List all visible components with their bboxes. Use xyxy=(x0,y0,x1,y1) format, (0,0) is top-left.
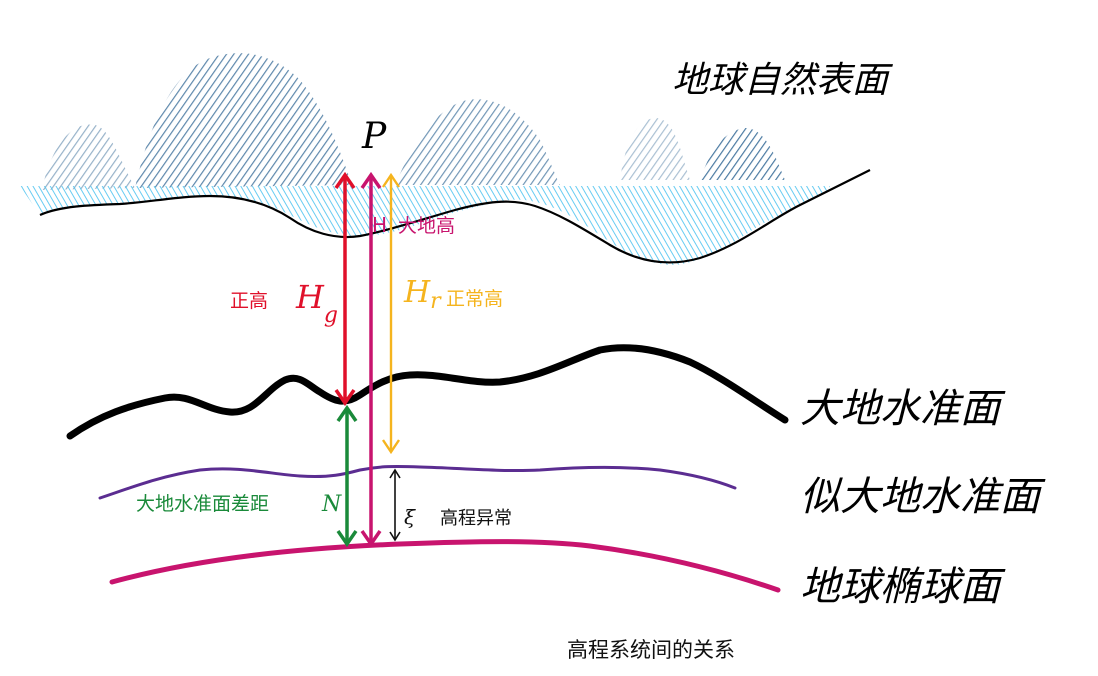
normal-height-symbol: Hr xyxy=(403,275,442,314)
height-anomaly-symbol: ξ xyxy=(404,505,416,529)
geoid-line xyxy=(66,344,789,440)
orthometric-height-label: 正高 xyxy=(230,290,268,312)
height-anomaly-label: 高程异常 xyxy=(440,508,512,529)
quasigeoid-label: 似大地水准面 xyxy=(800,474,1046,520)
geodetic-height-arrow xyxy=(360,171,382,548)
orthometric-height-arrow xyxy=(334,171,356,407)
ellipsoid-label: 地球椭球面 xyxy=(800,564,1006,610)
mountain-range xyxy=(42,53,785,190)
mountain xyxy=(135,53,352,188)
earth-surface-label: 地球自然表面 xyxy=(672,60,893,101)
ellipsoid-line xyxy=(109,539,781,593)
point-p-label: P xyxy=(361,116,387,157)
sea-surface-hatching xyxy=(20,186,830,265)
normal-height-label: 正常高 xyxy=(446,288,503,310)
quasigeoid-line xyxy=(98,464,737,500)
normal-height-arrow xyxy=(382,172,400,455)
geoid-label: 大地水准面 xyxy=(800,386,1006,432)
mountain xyxy=(620,118,690,180)
mountain xyxy=(42,124,135,190)
mountain xyxy=(395,99,560,185)
mountain xyxy=(700,128,785,180)
height-anomaly-arrow xyxy=(389,468,401,542)
geoid-undulation-label: 大地水准面差距 xyxy=(136,493,269,515)
diagram-caption: 高程系统间的关系 xyxy=(567,638,735,662)
geodetic-height-symbol: H xyxy=(372,213,387,237)
geoid-undulation-symbol: N xyxy=(321,492,342,517)
earth-natural-surface-line xyxy=(39,169,871,264)
geoid-undulation-arrow xyxy=(336,404,358,548)
geodetic-height-label: 大地高 xyxy=(398,215,455,237)
orthometric-height-symbol: Hg xyxy=(295,278,338,328)
